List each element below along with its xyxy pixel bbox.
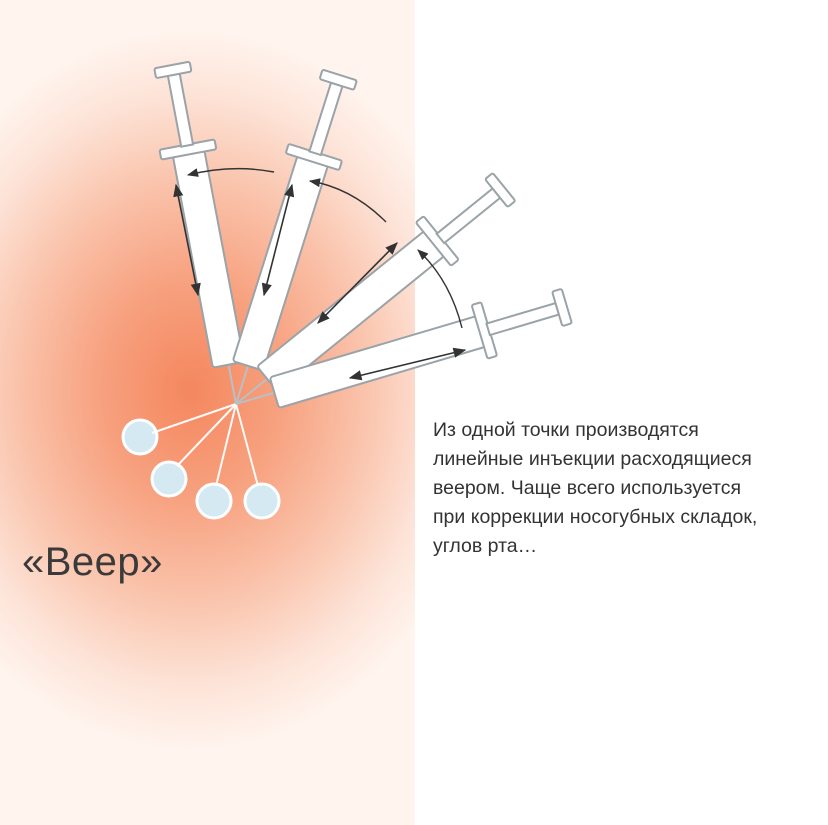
curved-arrow-icon (417, 249, 463, 329)
double-arrow-icon (173, 183, 201, 297)
injection-point-icon (243, 482, 281, 520)
double-arrow-icon (261, 183, 295, 297)
rotation-arrows (186, 167, 463, 329)
description-text: Из одной точки производятся линейные инъ… (433, 416, 818, 561)
needle-tracks (151, 403, 259, 487)
curved-arrow-icon (186, 167, 275, 177)
skin-area (0, 0, 415, 825)
description-line: Из одной точки производятся (433, 419, 699, 441)
description-line: углов рта… (433, 535, 538, 557)
description-line: при коррекции носогубных складок, (433, 506, 758, 528)
injection-point-icon (195, 482, 233, 520)
injection-points (121, 418, 281, 520)
description-line: веером. Чаще всего используется (433, 477, 742, 499)
double-arrow-icon (348, 347, 467, 381)
injection-point-icon (150, 460, 188, 498)
movement-arrows (173, 183, 467, 381)
technique-title: «Веер» (22, 540, 163, 584)
curved-arrow-icon (308, 178, 387, 223)
injection-point-icon (121, 418, 159, 456)
description-line: линейные инъекции расходящиеся (433, 448, 752, 470)
double-arrow-icon (317, 242, 398, 324)
